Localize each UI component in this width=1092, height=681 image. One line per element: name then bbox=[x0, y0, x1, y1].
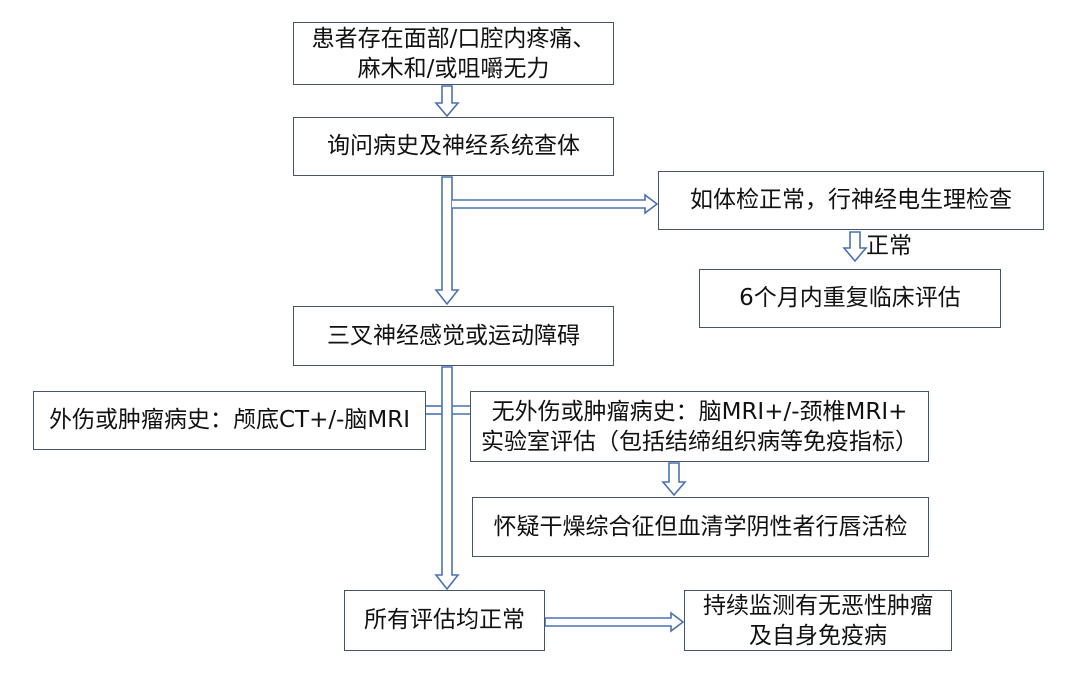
arrow-electro-to-repeat bbox=[842, 231, 868, 263]
repeat-eval-box: 6个月内重复临床评估 bbox=[699, 269, 1001, 328]
arrow-history-to-trigeminal bbox=[434, 176, 460, 306]
arrow-no-trauma-to-biopsy bbox=[661, 462, 687, 497]
symptoms-line-2: 麻木和/或咀嚼无力 bbox=[357, 56, 550, 82]
no-trauma-box: 无外伤或肿瘤病史：脑MRI+/-颈椎MRI+ 实验室评估（包括结缔组织病等免疫指… bbox=[470, 391, 929, 462]
monitor-line-2: 及自身免疫病 bbox=[749, 623, 887, 649]
arrow-to-electrophysiology bbox=[452, 193, 659, 215]
no-trauma-line-1: 无外伤或肿瘤病史：脑MRI+/-颈椎MRI+ bbox=[491, 399, 908, 425]
symptoms-line-1: 患者存在面部/口腔内疼痛、 bbox=[311, 26, 596, 52]
all-normal-text: 所有评估均正常 bbox=[364, 607, 525, 633]
lip-biopsy-text: 怀疑干燥综合征但血清学阴性者行唇活检 bbox=[493, 514, 908, 540]
arrow-symptoms-to-history bbox=[434, 85, 460, 118]
electrophysiology-text: 如体检正常，行神经电生理检查 bbox=[690, 187, 1012, 213]
electrophysiology-box: 如体检正常，行神经电生理检查 bbox=[658, 171, 1044, 230]
history-box: 询问病史及神经系统查体 bbox=[293, 117, 614, 176]
lip-biopsy-box: 怀疑干燥综合征但血清学阴性者行唇活检 bbox=[472, 497, 929, 557]
monitor-box: 持续监测有无恶性肿瘤 及自身免疫病 bbox=[684, 590, 952, 651]
arrow-trigeminal-to-all-normal bbox=[434, 366, 460, 591]
repeat-eval-text: 6个月内重复临床评估 bbox=[739, 285, 961, 311]
monitor-line-1: 持续监测有无恶性肿瘤 bbox=[703, 593, 933, 619]
trigeminal-box: 三叉神经感觉或运动障碍 bbox=[293, 306, 614, 366]
trigeminal-text: 三叉神经感觉或运动障碍 bbox=[327, 323, 580, 349]
history-text: 询问病史及神经系统查体 bbox=[327, 133, 580, 159]
symptoms-box: 患者存在面部/口腔内疼痛、 麻木和/或咀嚼无力 bbox=[293, 22, 614, 85]
trauma-box: 外伤或肿瘤病史：颅底CT+/-脑MRI bbox=[33, 391, 426, 450]
normal-label: 正常 bbox=[866, 233, 912, 259]
all-normal-box: 所有评估均正常 bbox=[344, 590, 545, 651]
trauma-text: 外伤或肿瘤病史：颅底CT+/-脑MRI bbox=[48, 407, 411, 433]
arrow-all-normal-to-monitor bbox=[544, 611, 685, 633]
no-trauma-line-2: 实验室评估（包括结缔组织病等免疫指标） bbox=[481, 429, 918, 455]
